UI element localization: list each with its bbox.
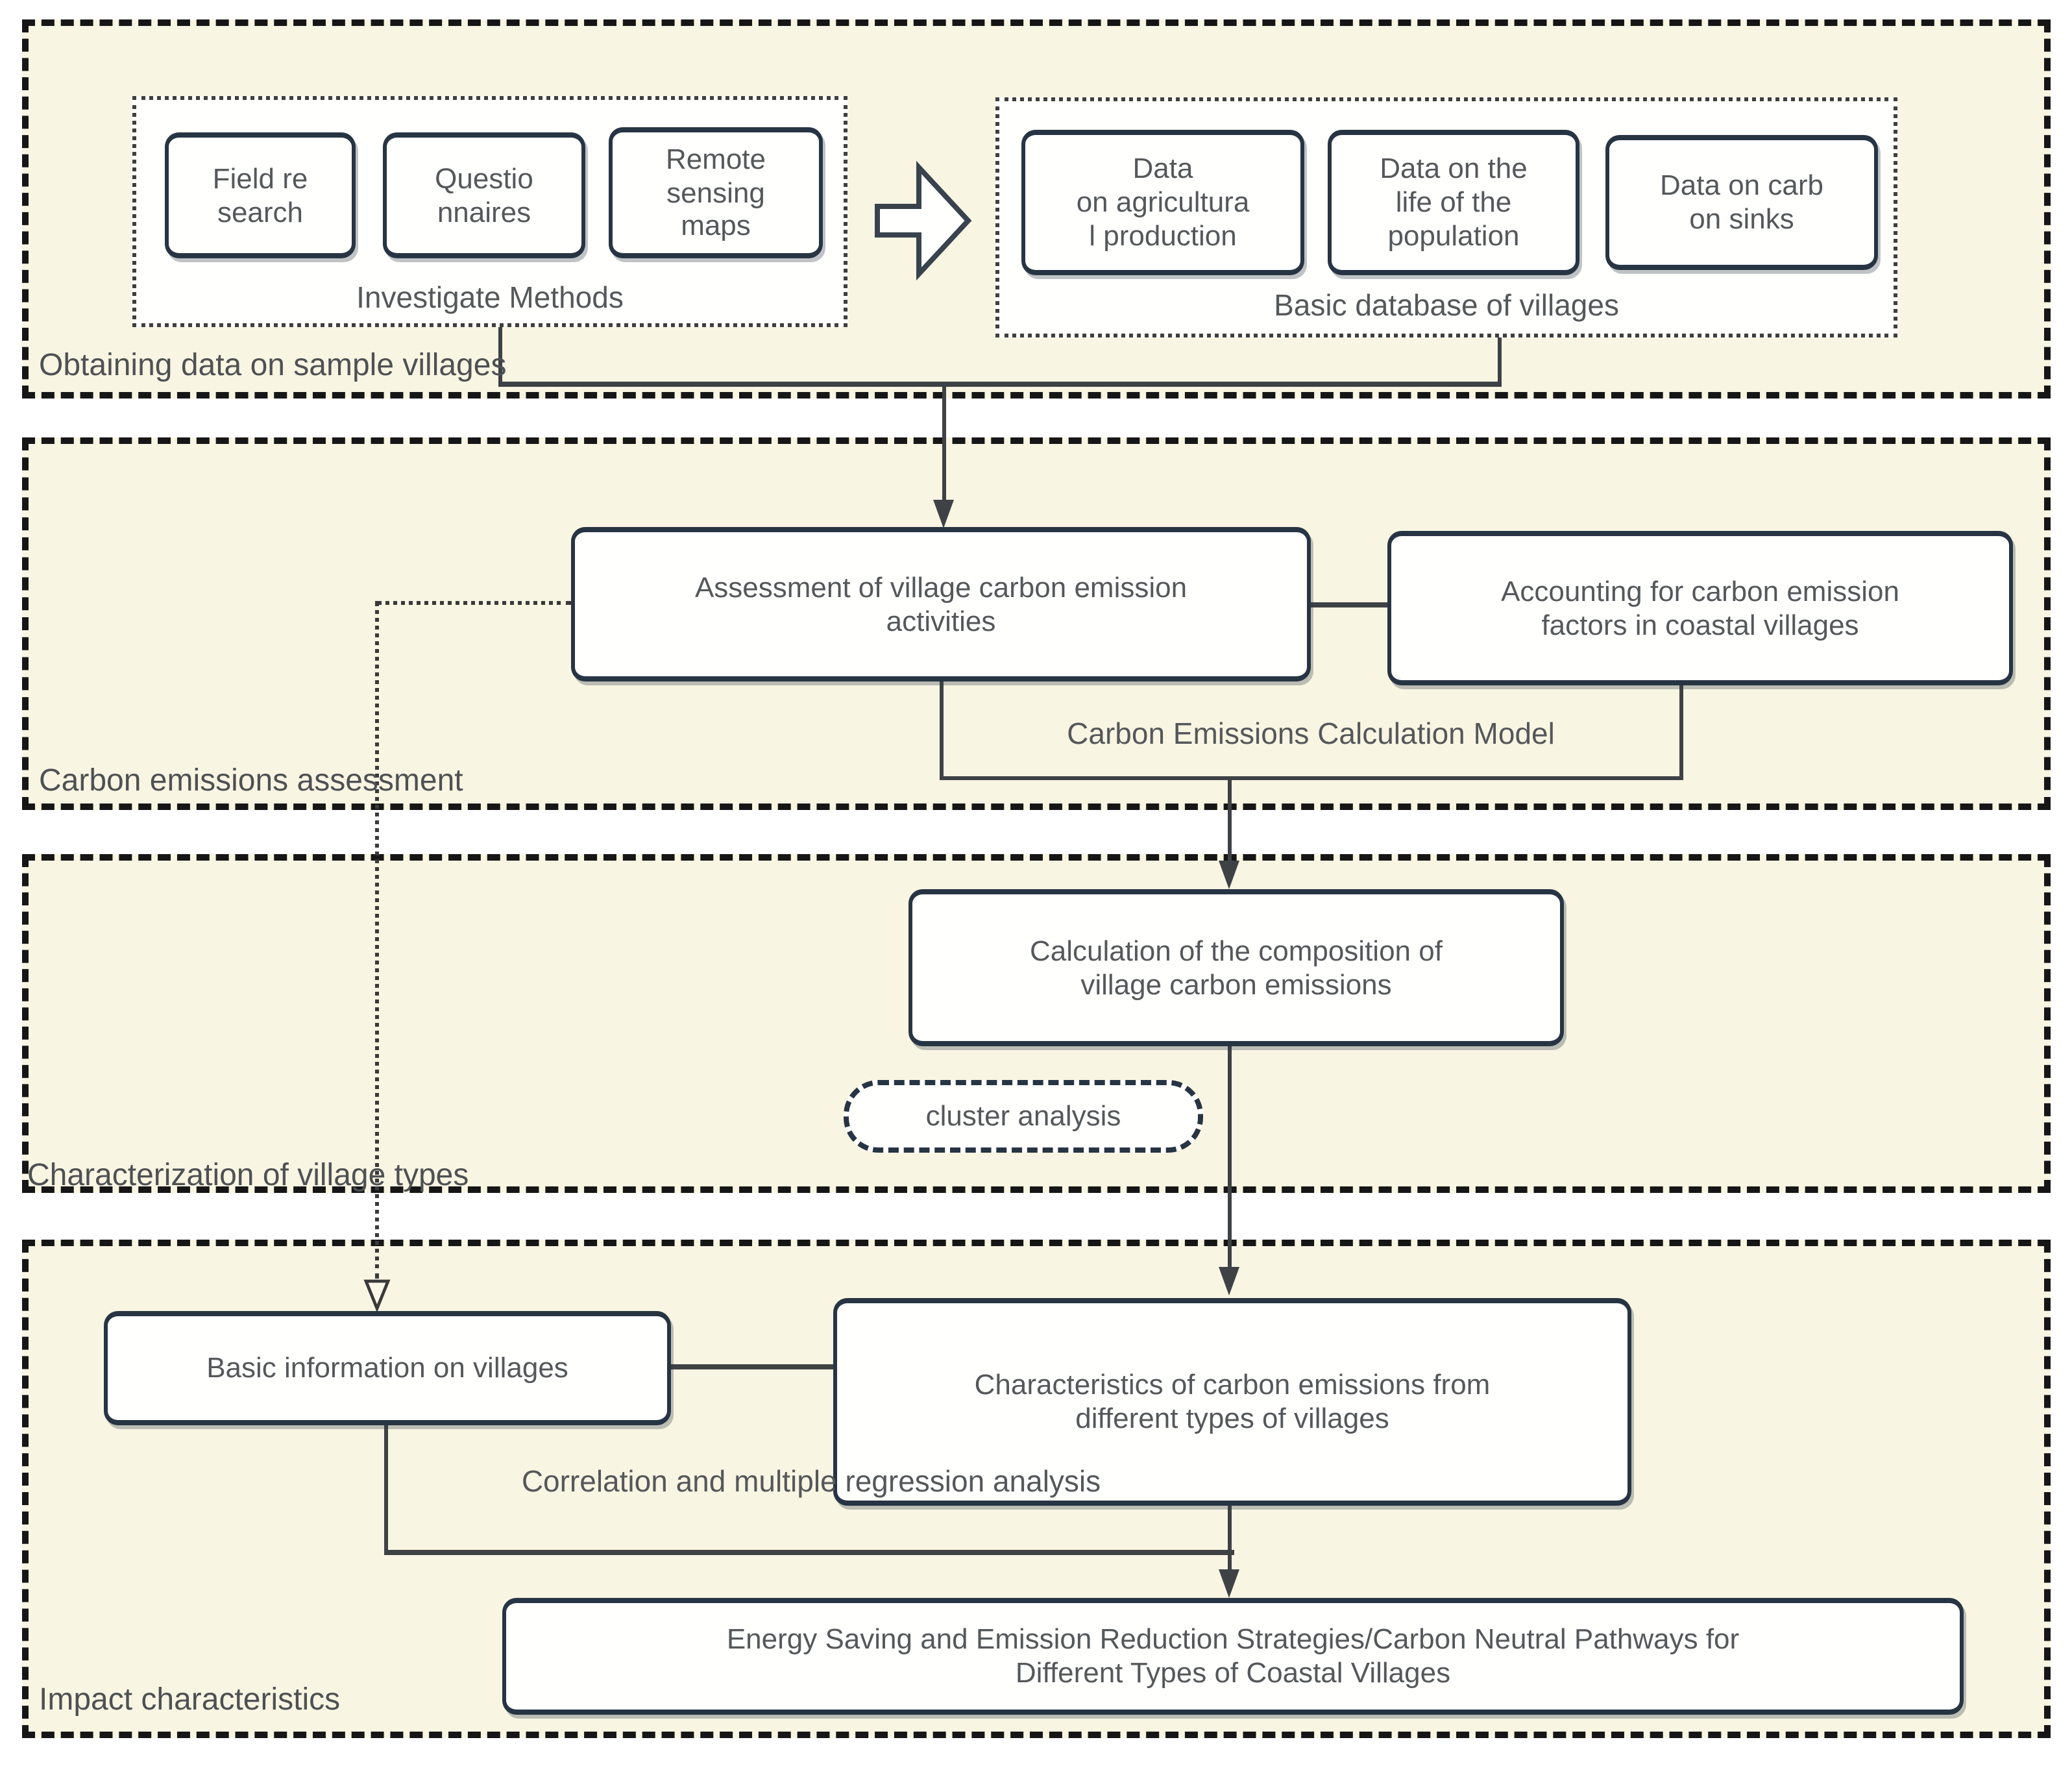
node-assessment-activities: Assessment of village carbon emission ac… — [571, 527, 1311, 681]
section-impact-label: Impact characteristics — [39, 1682, 341, 1717]
connector-join-horizontal-1 — [498, 382, 1502, 387]
arrowhead-to-calculation-icon — [1219, 861, 1239, 889]
connector-accounting-down — [1679, 685, 1683, 780]
connector-to-characteristics — [1228, 1046, 1232, 1269]
node-carbon-sinks-data: Data on carb on sinks — [1605, 135, 1878, 270]
node-characteristics-emissions: Characteristics of carbon emissions from… — [833, 1298, 1631, 1506]
arrowhead-to-assessment-icon — [933, 500, 954, 528]
node-cluster-analysis: cluster analysis — [844, 1080, 1203, 1153]
investigate-methods-label: Investigate Methods — [356, 280, 624, 314]
calculation-model-label: Carbon Emissions Calculation Model — [1067, 717, 1555, 750]
dotted-connector-horizontal — [376, 601, 571, 605]
arrowhead-to-strategy-icon — [1219, 1569, 1239, 1598]
section-carbon-emissions-assessment-label: Carbon emissions assessment — [39, 763, 463, 798]
section-obtaining-data-label: Obtaining data on sample villages — [39, 348, 507, 383]
node-accounting-factors: Accounting for carbon emission factors i… — [1387, 531, 2013, 685]
section-characterization-label: Characterization of village types — [27, 1158, 469, 1193]
node-agricultural-production-data: Data on agricultura l production — [1021, 130, 1304, 275]
node-field-research: Field re search — [165, 132, 356, 258]
regression-analysis-label: Correlation and multiple regression anal… — [521, 1464, 1101, 1498]
connector-basicinfo-characteristics — [671, 1364, 833, 1369]
connector-to-assessment — [942, 384, 946, 504]
investigate-methods-group: Field re search Questio nnaires Remote s… — [132, 96, 847, 327]
open-arrowhead-icon — [363, 1279, 391, 1313]
node-population-life-data: Data on the life of the population — [1328, 130, 1579, 275]
node-remote-sensing-maps: Remote sensing maps — [609, 127, 823, 258]
connector-regression-horizontal — [384, 1550, 1234, 1555]
basic-database-label: Basic database of villages — [1274, 288, 1619, 322]
connector-assessment-accounting — [1308, 602, 1390, 607]
node-basic-information: Basic information on villages — [104, 1311, 671, 1425]
connector-characteristics-down — [1228, 1506, 1232, 1573]
connector-model-horizontal — [940, 776, 1683, 780]
connector-database-down — [1498, 337, 1502, 386]
connector-to-calculation — [1228, 776, 1232, 865]
dotted-connector-vertical — [375, 601, 379, 1279]
node-strategies-pathways: Energy Saving and Emission Reduction Str… — [502, 1598, 1964, 1715]
block-arrow-right-icon — [875, 160, 972, 281]
node-calculation-composition: Calculation of the composition of villag… — [908, 889, 1564, 1046]
connector-basicinfo-down — [384, 1425, 388, 1555]
basic-database-group: Data on agricultura l production Data on… — [995, 97, 1897, 337]
node-questionnaires: Questio nnaires — [383, 132, 585, 258]
arrowhead-to-characteristics-icon — [1219, 1267, 1239, 1295]
connector-assessment-down — [940, 681, 944, 780]
connector-investigate-down — [498, 327, 502, 386]
